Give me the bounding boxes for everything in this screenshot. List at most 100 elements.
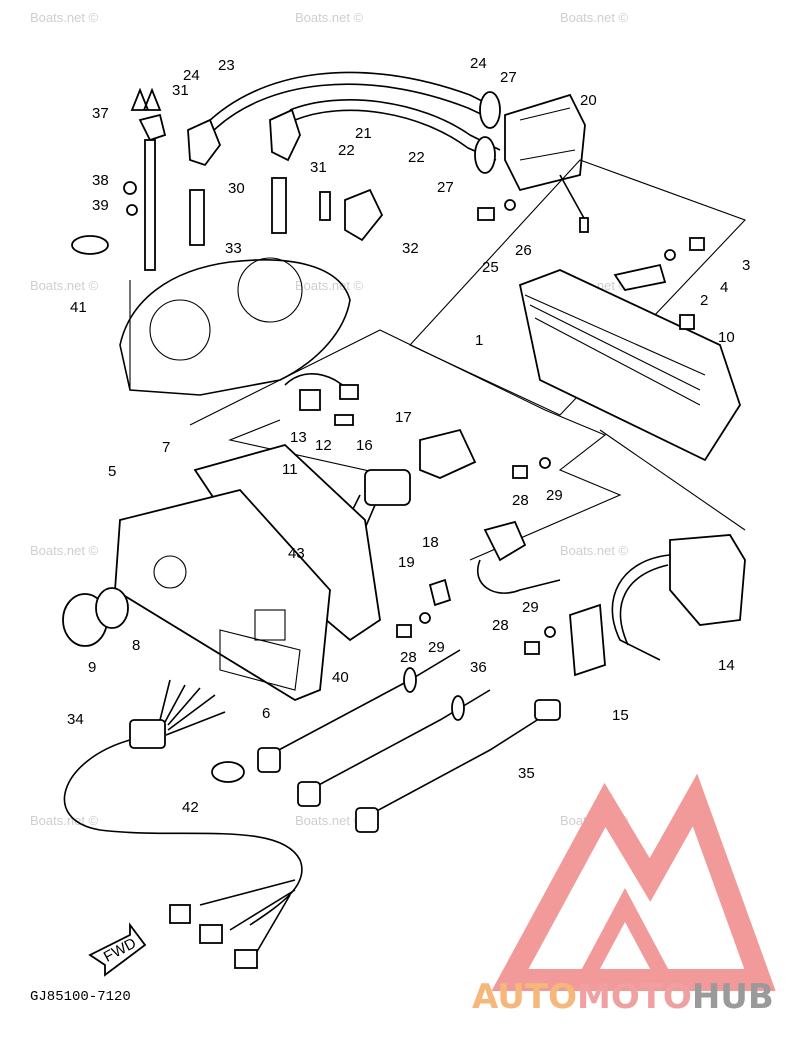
part-number: 10 [718, 329, 735, 346]
cable-end [355, 807, 379, 833]
part-number: 33 [225, 240, 242, 257]
part-number: 29 [522, 599, 539, 616]
bore-circle [149, 299, 211, 361]
part-number: 4 [720, 279, 728, 296]
part-number: 15 [612, 707, 629, 724]
bolt-10 [679, 314, 695, 330]
rectifier-14 [669, 534, 746, 626]
part-number: 30 [228, 180, 245, 197]
part-number: 32 [402, 240, 419, 257]
coil-terminal [579, 217, 589, 233]
part-number: 29 [546, 487, 563, 504]
part-number: 22 [338, 142, 355, 159]
part-number: 40 [332, 669, 349, 686]
washer [126, 204, 138, 216]
part-number: 42 [182, 799, 199, 816]
part-number: 27 [500, 69, 517, 86]
drawing-code: GJ85100-7120 [30, 989, 131, 1005]
sensor-19 [428, 578, 452, 607]
cover-hole [153, 555, 187, 589]
grommet [403, 667, 417, 693]
relay-16 [364, 469, 411, 506]
part-number: 9 [88, 659, 96, 676]
logo-auto-text: AUTO [472, 977, 577, 1017]
part-number: 24 [470, 55, 487, 72]
part-number: 19 [398, 554, 415, 571]
spark-plug [271, 177, 287, 234]
cable-end [257, 747, 281, 773]
part-number: 24 [183, 67, 200, 84]
coil-lead [559, 174, 586, 221]
cable-36 [299, 689, 491, 796]
ignition-coil-group [71, 71, 589, 271]
outline [228, 419, 411, 481]
spark-plug [189, 189, 205, 246]
part-number: 35 [518, 765, 535, 782]
coil-detail [519, 107, 576, 161]
head-outline [119, 259, 351, 396]
hose-clamp [71, 235, 109, 255]
cable-35 [359, 714, 546, 821]
connector [339, 384, 359, 400]
harness-boot [129, 719, 166, 749]
electrical-box [409, 159, 746, 462]
harness-branches [199, 879, 296, 956]
logo-moto-text: MOTO [577, 977, 692, 1017]
watermark: Boats.net © [295, 10, 364, 25]
bolt-28 [512, 465, 528, 479]
relay-group [344, 428, 477, 541]
switch-17 [419, 428, 477, 479]
harness-11 [284, 373, 359, 426]
plug-connector [169, 904, 191, 924]
automotohub-logo: AUTOMOTOHUB [472, 773, 776, 1017]
plug-cap [269, 108, 301, 162]
part-number: 39 [92, 197, 109, 214]
bore-circle [237, 257, 303, 323]
sensor-head [138, 113, 167, 142]
box-cover-group [62, 443, 381, 702]
fwd-arrow-icon [88, 922, 147, 977]
washer-29 [539, 457, 551, 469]
washer-29 [419, 612, 431, 624]
watermark: Boats.net © [295, 278, 364, 293]
cable-group [257, 649, 561, 833]
watermark: Boats.net © [30, 813, 99, 828]
harness-leads [159, 679, 226, 736]
plug-connector [234, 949, 258, 969]
bracket-15 [569, 603, 606, 677]
part-number: 37 [92, 105, 109, 122]
part-number: 25 [482, 259, 499, 276]
washer-29 [544, 626, 556, 638]
cylinder-head [119, 257, 351, 396]
part-number: 43 [288, 545, 305, 562]
outline [189, 329, 622, 561]
plug-wire [289, 99, 501, 151]
fuse-12 [334, 414, 354, 426]
part-number: 41 [70, 299, 87, 316]
part-number: 20 [580, 92, 597, 109]
bolt-head [123, 181, 137, 195]
sensor-group [428, 520, 561, 607]
washer [504, 199, 516, 211]
watermark: Boats.net © [560, 543, 629, 558]
plug-cap [187, 118, 222, 167]
outline-dashed [409, 159, 746, 416]
bracket-2 [613, 263, 667, 292]
part-number: 2 [700, 292, 708, 309]
screw [319, 191, 331, 221]
part-number: 26 [515, 242, 532, 259]
label-plate-43 [254, 609, 286, 641]
part-number: 11 [282, 461, 298, 478]
box-ribs [524, 294, 706, 406]
part-number: 29 [428, 639, 445, 656]
sensor-pins [130, 87, 162, 111]
plug-wire [294, 109, 497, 161]
part-number: 31 [310, 159, 327, 176]
part-number: 28 [400, 649, 417, 666]
part-number: 23 [218, 57, 235, 74]
cable-boot [534, 699, 561, 721]
plug-wire [211, 83, 499, 133]
rectifier-group [569, 534, 746, 677]
part-number: 5 [108, 463, 116, 480]
bolt-28 [524, 641, 540, 655]
